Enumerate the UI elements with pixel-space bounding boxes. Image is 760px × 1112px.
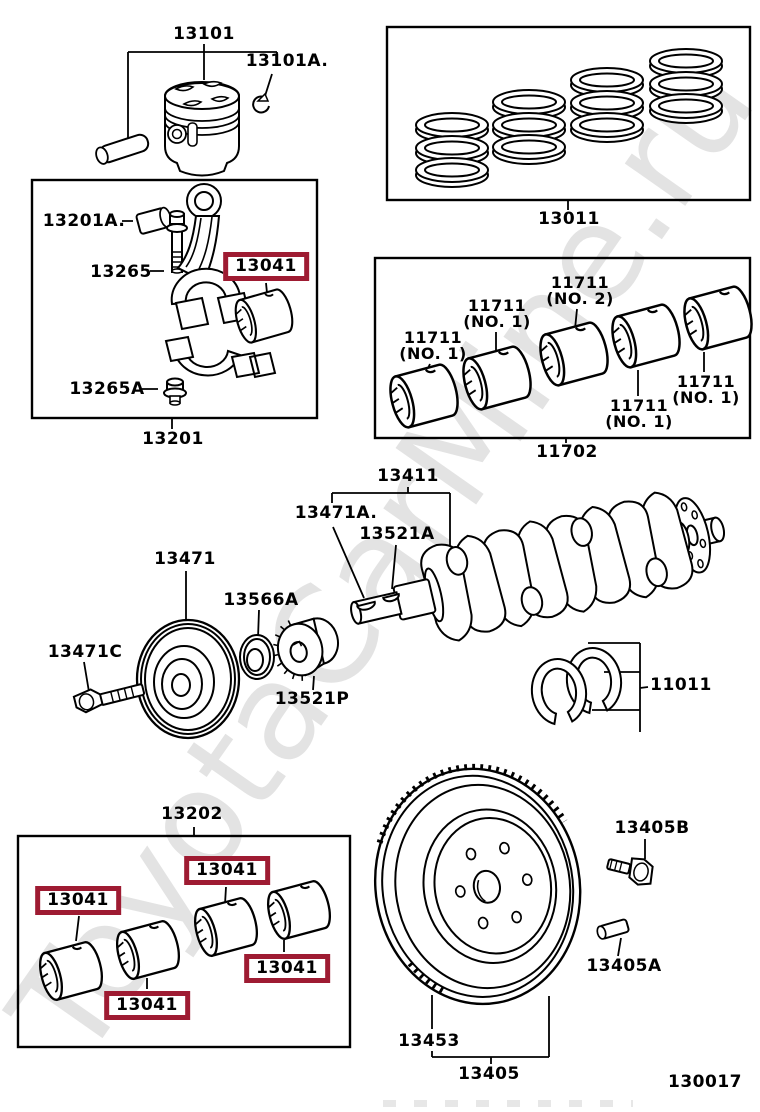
label-thrust-washer-set: 11011 <box>650 675 712 695</box>
timing-gear-drawing <box>273 617 339 681</box>
box-crankshaft-bearing-set <box>16 834 352 1049</box>
label-conrod-nut: 13265A <box>69 379 145 399</box>
label-crankshaft-bearing-set: 13202 <box>161 804 223 824</box>
label-main-bearing-3-pos: (NO. 2) <box>546 289 614 308</box>
label-flywheel-bolt: 13405B <box>614 818 690 838</box>
highlight-bearing-13041-d[interactable]: 13041 <box>104 991 190 1020</box>
highlight-bearing-13041-b[interactable]: 13041 <box>184 856 270 885</box>
dowel-pin-drawing <box>596 918 630 940</box>
flywheel-drawing <box>373 763 582 1006</box>
conrod-nut-drawing <box>163 377 187 406</box>
label-main-bearing-1-pos: (NO. 1) <box>399 344 467 363</box>
crankshaft-drawing <box>350 487 726 646</box>
label-conrod-bushing: 13201A. <box>42 211 126 231</box>
thrust-washers-drawing <box>530 647 623 726</box>
label-timing-gear: 13521P <box>274 689 350 709</box>
box-conrod-subassembly <box>30 178 319 420</box>
conrod-bolt-drawing <box>166 210 188 274</box>
label-piston: 13101 <box>173 24 235 44</box>
woodruff-keys-drawing <box>356 592 400 611</box>
label-oil-seal: 13566A <box>223 590 299 610</box>
leader-lines <box>75 44 705 1064</box>
label-flywheel: 13405 <box>458 1064 520 1084</box>
label-main-bearing-5: 11711 (NO. 1) <box>672 374 740 406</box>
label-main-bearing-set: 11702 <box>536 442 598 462</box>
diagram-number: 130017 <box>668 1072 742 1092</box>
pulley-drawing <box>135 618 241 740</box>
highlight-bearing-13041-a[interactable]: 13041 <box>35 886 121 915</box>
label-flywheel-dowel-pin: 13405A <box>586 956 662 976</box>
highlight-bearing-13041-c[interactable]: 13041 <box>244 954 330 983</box>
label-main-bearing-3: 11711 (NO. 2) <box>546 275 614 307</box>
highlight-conrod-bearing-13041[interactable]: 13041 <box>223 252 309 281</box>
label-conrod-subassembly: 13201 <box>142 429 204 449</box>
label-main-bearing-3-code: 11711 <box>550 273 610 292</box>
piston-drawing <box>95 80 270 177</box>
label-main-bearing-2: 11711 (NO. 1) <box>463 298 531 330</box>
pulley-bolt-drawing <box>72 683 146 714</box>
label-pulley-bolt: 13471C <box>47 642 123 662</box>
watermark-fragment <box>383 1100 633 1107</box>
label-main-bearing-4: 11711 (NO. 1) <box>605 398 673 430</box>
label-main-bearing-5-pos: (NO. 1) <box>672 388 740 407</box>
label-key-front: 13471A. <box>294 503 378 523</box>
snap-ring-drawing <box>252 92 270 114</box>
piston-rings-drawing <box>415 48 723 188</box>
label-main-bearing-1-code: 11711 <box>403 328 463 347</box>
flywheel-bolt-drawing <box>606 857 654 886</box>
oil-seal-drawing <box>239 634 275 680</box>
piston-pin-drawing <box>95 133 150 165</box>
label-conrod-bolt: 13265 <box>90 262 152 282</box>
label-pulley: 13471 <box>154 549 216 569</box>
label-ring-gear: 13453 <box>398 1031 460 1051</box>
label-crankshaft: 13411 <box>377 466 439 486</box>
conrod-drawing <box>135 183 298 406</box>
label-piston-ring-set: 13011 <box>538 209 600 229</box>
label-main-bearing-4-code: 11711 <box>609 396 669 415</box>
label-key-gear: 13521A <box>359 524 435 544</box>
label-main-bearing-4-pos: (NO. 1) <box>605 412 673 431</box>
label-main-bearing-2-pos: (NO. 1) <box>463 312 531 331</box>
box-main-bearing-set <box>373 256 752 440</box>
label-main-bearing-1: 11711 (NO. 1) <box>399 330 467 362</box>
label-main-bearing-5-code: 11711 <box>676 372 736 391</box>
label-piston-pin-snap-ring: 13101A. <box>245 51 329 71</box>
label-main-bearing-2-code: 11711 <box>467 296 527 315</box>
